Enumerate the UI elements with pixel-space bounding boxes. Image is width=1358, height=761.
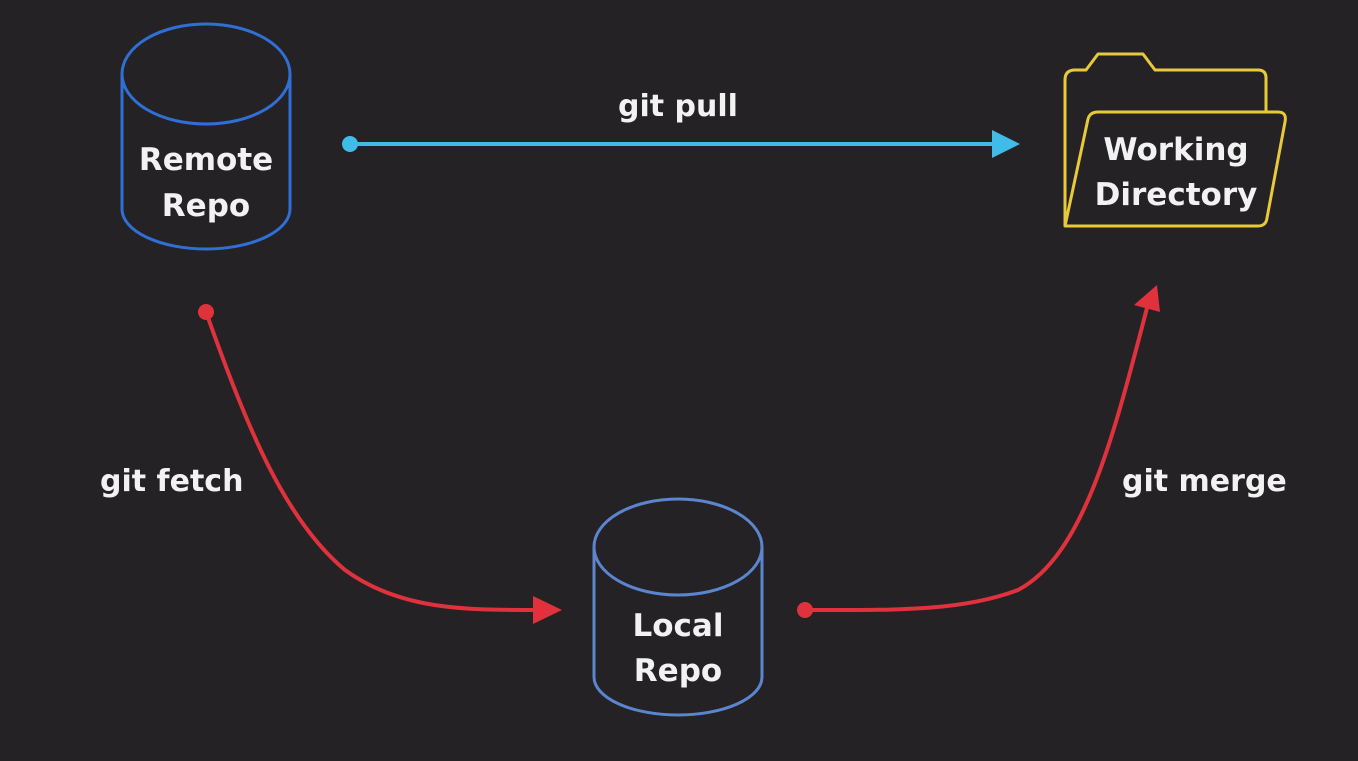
working-directory-node: Working Directory [1063,52,1287,228]
working-directory-label-line2: Directory [1095,177,1258,213]
folder-icon [1063,52,1287,228]
pull-arrowhead [992,130,1020,158]
git-merge-label: git merge [1122,464,1287,499]
working-directory-label-line1: Working [1103,132,1248,168]
local-repo-label-line2: Repo [634,653,722,689]
git-pull-edge: git pull [342,89,1020,158]
local-repo-node: Local Repo [592,497,764,717]
fetch-arrow-curve [204,311,536,612]
fetch-arrowhead [533,596,562,624]
local-repo-label-line1: Local [633,608,724,644]
git-merge-edge: git merge [797,285,1287,618]
merge-arrowhead [1134,285,1160,312]
local-repo-cylinder-icon [592,497,764,717]
git-fetch-label: git fetch [100,464,243,499]
remote-repo-node: Remote Repo [120,22,292,251]
remote-repo-label-line2: Repo [162,188,250,224]
git-pull-label: git pull [618,89,738,124]
remote-repo-label-line1: Remote [139,142,273,178]
remote-repo-cylinder-icon [120,22,292,251]
git-fetch-edge: git fetch [100,304,562,624]
merge-arrow-curve [804,307,1149,613]
